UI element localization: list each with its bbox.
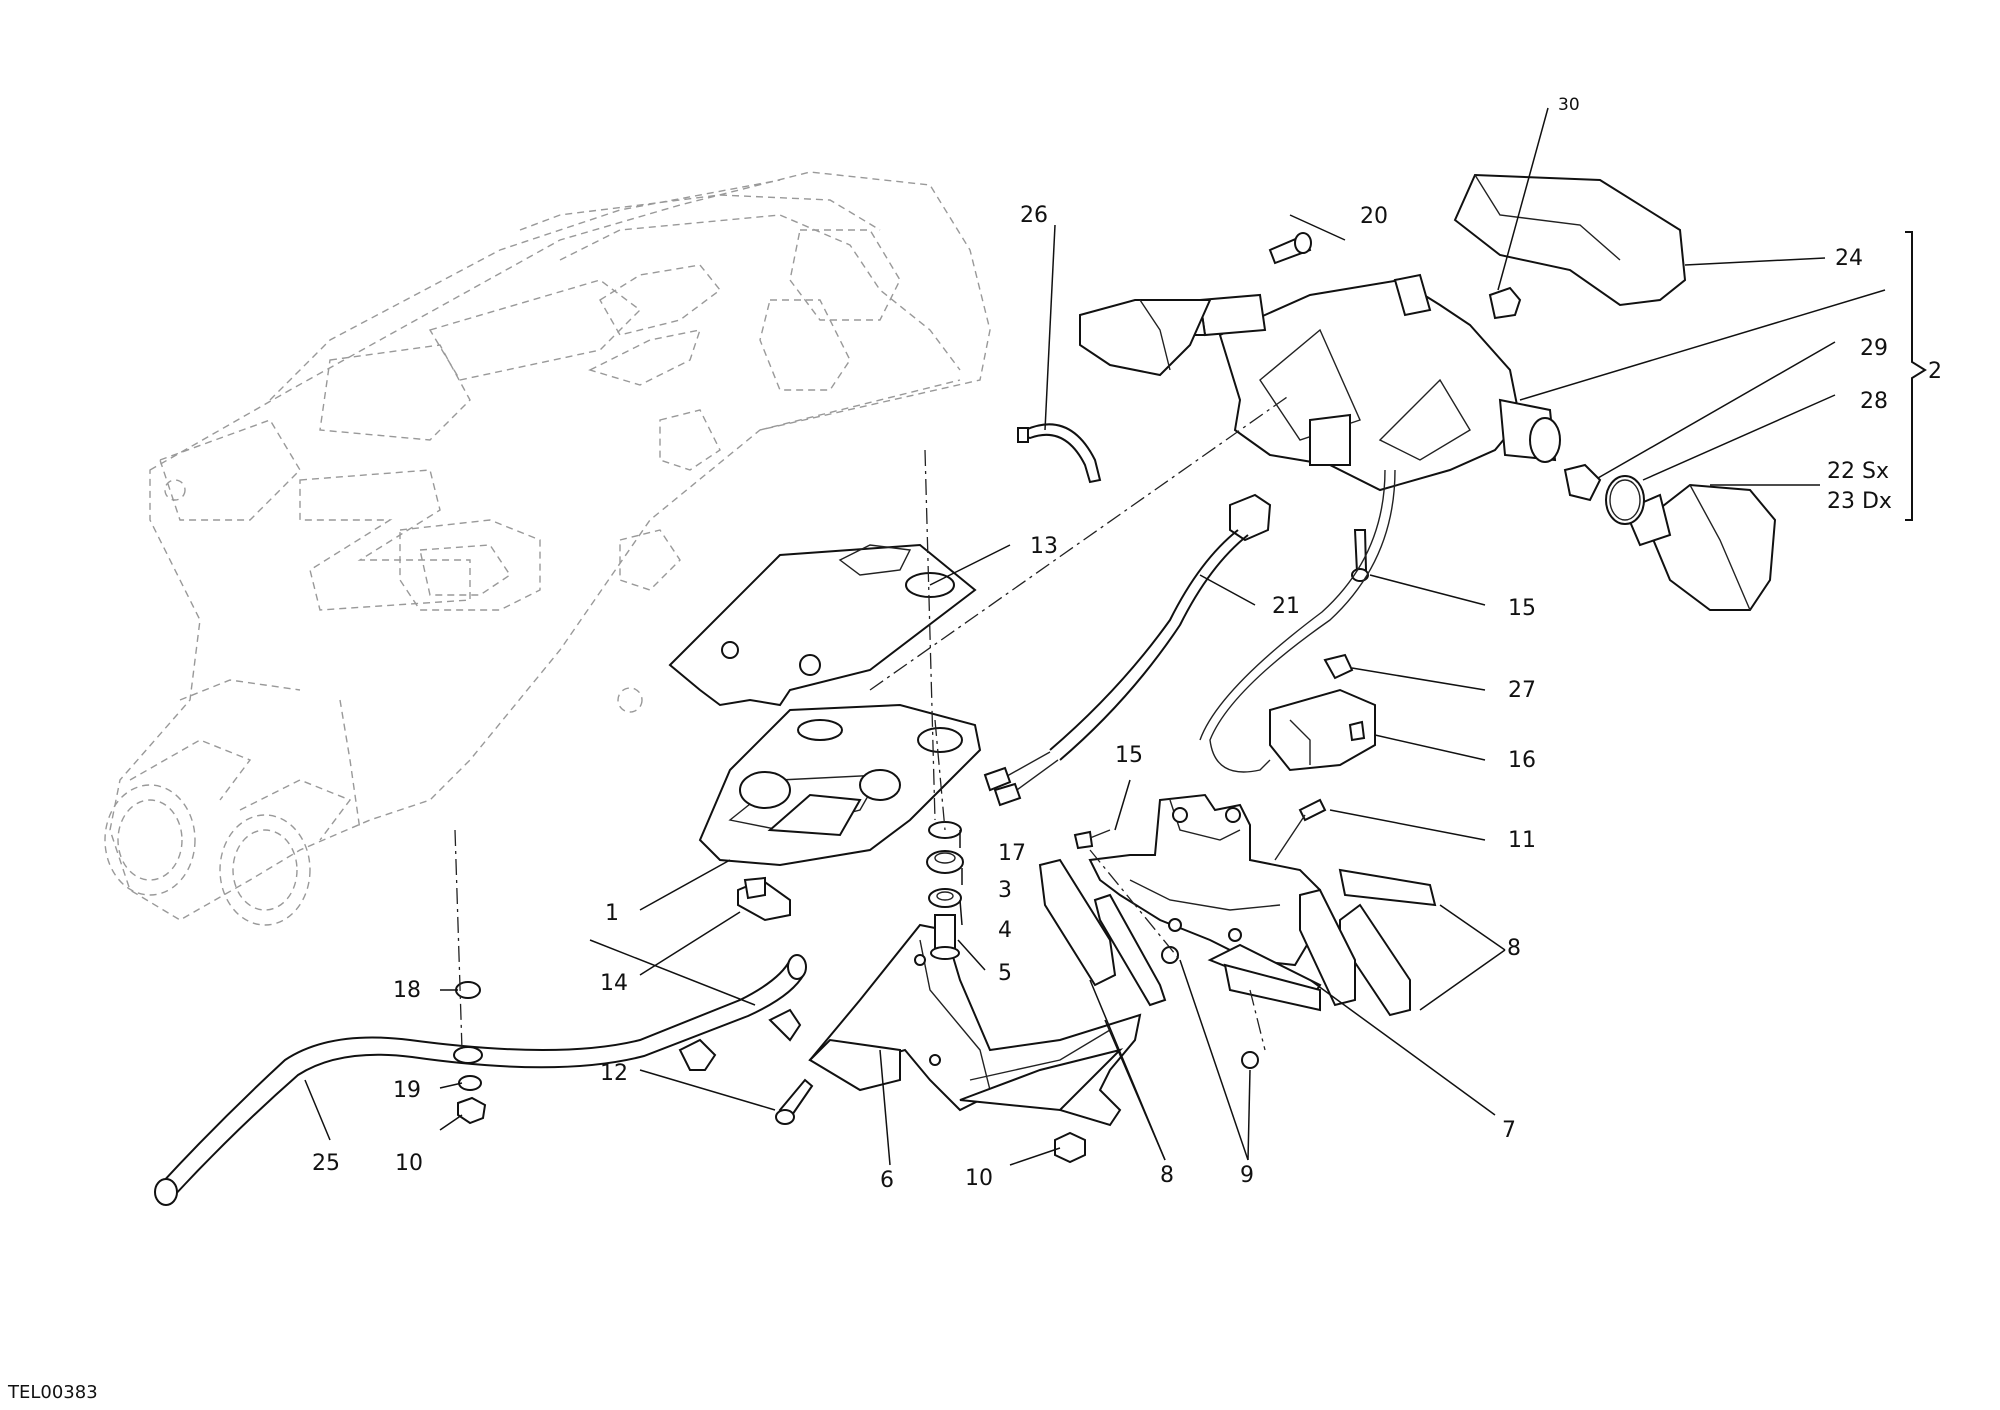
callout-25: 25 <box>312 1151 340 1176</box>
grommet-30 <box>1488 286 1522 320</box>
callout-16: 16 <box>1508 748 1536 773</box>
washer-18b <box>453 1046 483 1064</box>
license-light-wire <box>1209 469 1396 773</box>
leader-lines <box>304 107 1886 1166</box>
license-light-wire-2 <box>1199 469 1386 741</box>
o-ring-28 <box>1605 475 1645 525</box>
callout-14: 14 <box>600 971 628 996</box>
reflector-left <box>1038 858 1167 1007</box>
callout-17: 17 <box>998 841 1026 866</box>
callout-23: 23 Dx <box>1827 489 1892 514</box>
callout-13: 13 <box>1030 534 1058 559</box>
assembly-axis-lines <box>454 394 1291 1051</box>
callout-8-left: 8 <box>1160 1163 1174 1188</box>
callout-3: 3 <box>998 878 1012 903</box>
washer-19 <box>458 1075 482 1091</box>
rail-25 <box>154 954 807 1206</box>
spacer-5 <box>930 914 960 960</box>
callout-12: 12 <box>600 1061 628 1086</box>
callout-5: 5 <box>998 961 1012 986</box>
tail-light-lens-24 <box>1453 173 1687 307</box>
callout-29: 29 <box>1860 336 1888 361</box>
plug-27 <box>1323 653 1354 680</box>
callout-8-right: 8 <box>1507 936 1521 961</box>
callout-28: 28 <box>1860 389 1888 414</box>
callout-21: 21 <box>1272 594 1300 619</box>
tail-light-assembly <box>1163 273 1561 492</box>
callout-18: 18 <box>393 978 421 1003</box>
callout-22: 22 Sx <box>1827 459 1889 484</box>
callout-10-bottom: 10 <box>965 1166 993 1191</box>
nut-10-left <box>457 1096 487 1125</box>
callout-27: 27 <box>1508 678 1536 703</box>
callout-11: 11 <box>1508 828 1536 853</box>
screw-12 <box>775 1078 814 1125</box>
cable-21 <box>983 493 1272 807</box>
callout-7: 7 <box>1502 1118 1516 1143</box>
clip-26 <box>1017 423 1102 484</box>
callout-20: 20 <box>1360 204 1388 229</box>
callout-19: 19 <box>393 1078 421 1103</box>
group-bracket <box>1905 231 1927 521</box>
bracket-plate-1 <box>698 703 982 867</box>
screw-20 <box>1268 232 1312 265</box>
mounting-plate-13 <box>668 543 977 707</box>
callout-9: 9 <box>1240 1163 1254 1188</box>
callout-4: 4 <box>998 918 1012 943</box>
indicator-22-23 <box>1623 483 1777 611</box>
screw-15-lower <box>1073 829 1111 850</box>
clip-nut-14 <box>737 876 791 922</box>
reflector-right <box>1299 868 1437 1017</box>
callout-2: 2 <box>1928 359 1942 384</box>
license-light-16 <box>1269 688 1376 772</box>
bulb-29 <box>1563 463 1602 502</box>
nut-10-bottom <box>1054 1131 1086 1164</box>
tail-fairing-phantom <box>104 171 991 926</box>
washer-4 <box>928 888 962 908</box>
screw-11 <box>1274 798 1327 861</box>
callout-30: 30 <box>1558 95 1580 115</box>
left-indicator <box>1079 299 1212 377</box>
callout-24: 24 <box>1835 246 1863 271</box>
callout-15-upper: 15 <box>1508 596 1536 621</box>
callout-6: 6 <box>880 1168 894 1193</box>
callout-26: 26 <box>1020 203 1048 228</box>
license-plate-bracket <box>1088 793 1322 1012</box>
grommet-3 <box>926 850 964 874</box>
drawing-code: TEL00383 <box>7 1382 98 1403</box>
callout-labels: 1 2 3 4 5 6 7 8 8 9 10 10 11 12 13 14 15… <box>7 95 1942 1403</box>
callout-1: 1 <box>605 901 619 926</box>
callout-10-left: 10 <box>395 1151 423 1176</box>
callout-15-lower: 15 <box>1115 743 1143 768</box>
